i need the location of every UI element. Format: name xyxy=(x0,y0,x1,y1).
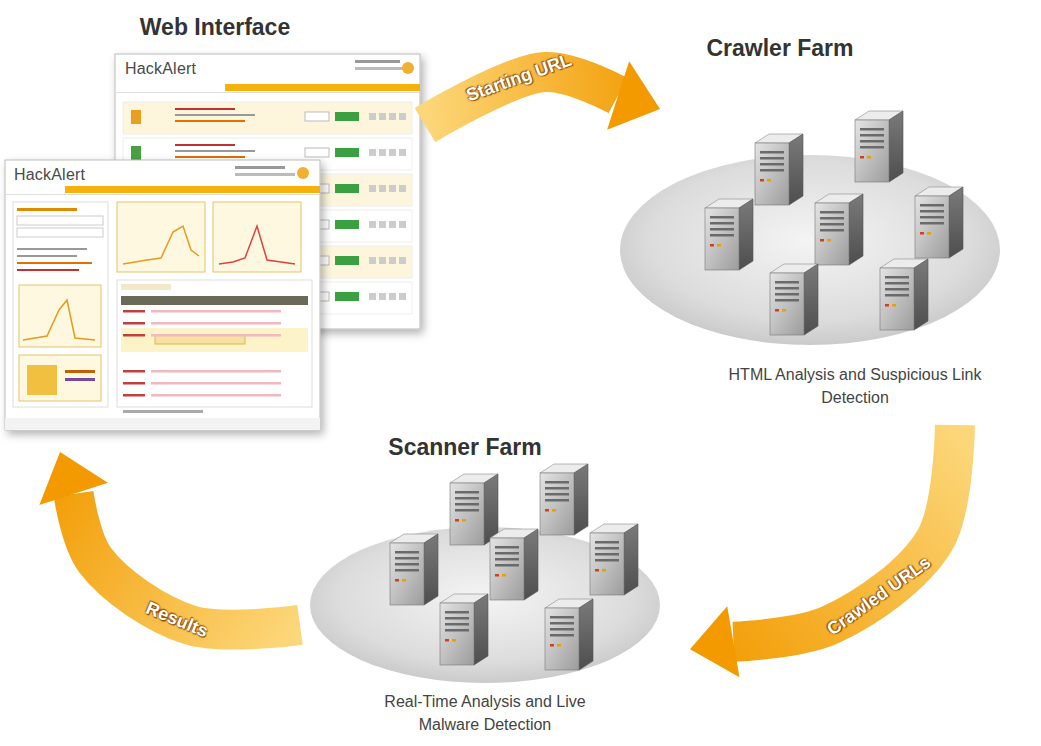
arrow-head xyxy=(690,606,739,677)
flow-arrow xyxy=(39,452,300,630)
server-tower xyxy=(540,464,588,535)
arrow-label: Crawled URLs xyxy=(823,552,935,640)
server-tower xyxy=(880,259,928,330)
flow-arrow xyxy=(690,425,955,677)
node-title: Scanner Farm xyxy=(388,434,541,461)
screenshot xyxy=(5,160,320,430)
server-tower xyxy=(590,524,638,595)
arrow-shaft xyxy=(425,72,618,125)
farm-node: Scanner FarmReal-Time Analysis and Live … xyxy=(300,428,690,744)
node-title: Web Interface xyxy=(140,14,290,41)
floor-ellipse xyxy=(310,527,660,683)
server-tower xyxy=(390,534,438,605)
farm-node: Crawler FarmHTML Analysis and Suspicious… xyxy=(660,25,1030,425)
server-tower xyxy=(915,187,963,258)
arrow-label: Starting URL xyxy=(463,50,574,107)
node-caption: HTML Analysis and Suspicious Link Detect… xyxy=(720,363,990,409)
node-caption: Real-Time Analysis and Live Malware Dete… xyxy=(360,690,610,736)
flow-arrow xyxy=(425,61,660,130)
server-tower xyxy=(770,264,818,335)
logo-text: HackAlert xyxy=(14,166,85,184)
server-tower xyxy=(545,599,593,670)
server-tower xyxy=(490,529,538,600)
server-group xyxy=(390,111,963,670)
arrow-head xyxy=(607,61,660,130)
arrow-shaft xyxy=(74,494,300,630)
logo-text: HackAlert xyxy=(125,60,196,78)
server-tower xyxy=(440,594,488,665)
floor-ellipse xyxy=(620,155,1000,345)
arrow-shaft xyxy=(733,425,955,642)
server-tower xyxy=(855,111,903,182)
node-title: Crawler Farm xyxy=(706,35,853,62)
arrow-label: Results xyxy=(143,598,211,642)
server-tower xyxy=(755,134,803,205)
interface-node: Web Interface xyxy=(5,12,425,452)
arrow-head xyxy=(39,452,107,505)
server-tower xyxy=(705,199,753,270)
server-tower xyxy=(815,194,863,265)
server-tower xyxy=(450,474,498,545)
